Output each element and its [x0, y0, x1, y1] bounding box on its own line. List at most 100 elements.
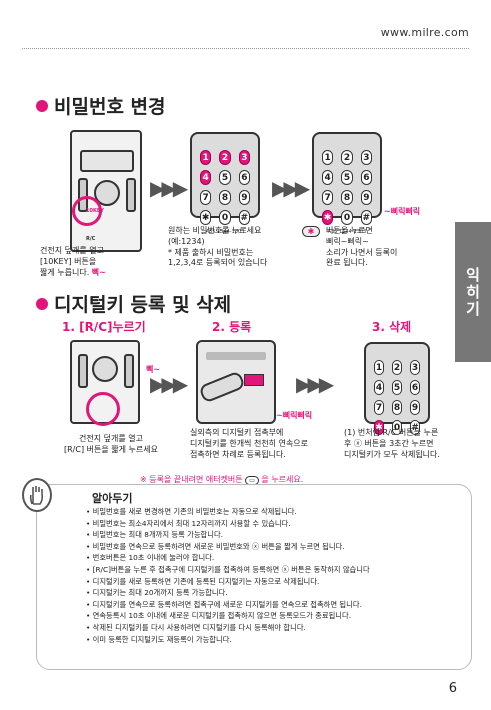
- site-url: www.milre.com: [380, 26, 469, 39]
- list-item: 비밀번호를 새로 변경하면 기존의 비밀번호는 자동으로 삭제됩니다.: [86, 506, 466, 518]
- list-item: 비밀번호를 연속으로 등록하려면 새로운 비밀번호와 ⓧ 버튼을 짧게 누르면 …: [86, 541, 466, 553]
- key-6: 6: [410, 380, 420, 395]
- key-6: 6: [360, 170, 372, 185]
- side-tab: 익히기: [455, 222, 491, 362]
- note-prefix: ※ 등록을 끝내려면 애터켓버튼: [140, 475, 243, 484]
- key-2: 2: [392, 360, 402, 375]
- key-4: 4: [322, 170, 334, 185]
- key-5: 5: [219, 170, 231, 185]
- list-item: 디지털키는 최대 20개까지 등록 가능합니다.: [86, 587, 466, 599]
- tips-list: 비밀번호를 새로 변경하면 기존의 비밀번호는 자동으로 삭제됩니다. 비밀번호…: [86, 506, 466, 645]
- caption-step1: 건전지 덮개를 열고 [10KEY] 버튼을 짧게 누릅니다. 삑~: [40, 246, 106, 278]
- page-number: 6: [448, 681, 457, 696]
- list-item: 비밀번호는 최소4자리에서 최대 12자리까지 사용할 수 있습니다.: [86, 518, 466, 530]
- key-7: 7: [322, 190, 334, 205]
- keypad-image: 1 2 3 4 5 6 7 8 9 ✱ 0 # A35 1544-1303: [190, 132, 260, 235]
- caption-delete: (1) 번처럼 R/C 버튼을 누른 후 ⓧ 버튼을 3초간 누르면 디지털키가…: [344, 428, 440, 459]
- beep-text: 삑~: [91, 267, 106, 277]
- arrow-icon: ▶▶▶: [272, 176, 310, 200]
- key-hash: #: [360, 210, 372, 225]
- key-3: 3: [360, 150, 372, 165]
- contact-port: [244, 374, 264, 386]
- key-4: 4: [200, 170, 212, 185]
- step-label-3: 3. 삭제: [372, 320, 412, 334]
- keypad-model: A35 1544-1303: [327, 229, 367, 235]
- key-star: ✱: [200, 210, 212, 225]
- beep-text: 삑~: [146, 365, 161, 374]
- keypad-grid: 1 2 3 4 5 6 7 8 9 ✱ 0 #: [322, 150, 372, 225]
- key-5: 5: [341, 170, 353, 185]
- key-8: 8: [392, 400, 402, 415]
- key-7: 7: [374, 400, 384, 415]
- key-8: 8: [219, 190, 231, 205]
- key-0: 0: [341, 210, 353, 225]
- list-item: 디지털키를 연속으로 등록하려면 접촉구에 새로운 디지털키를 연속으로 접촉하…: [86, 599, 466, 611]
- battery-slot: [78, 354, 88, 388]
- step-label-2: 2. 등록: [212, 320, 252, 334]
- beep-text: ~삐릭삐릭: [384, 207, 421, 216]
- key-0: 0: [219, 210, 231, 225]
- key-hash: #: [238, 210, 250, 225]
- section-title-digitalkey: 디지털키 등록 및 삭제: [36, 290, 231, 317]
- key-0: 0: [392, 420, 402, 435]
- keypad-grid: 1 2 3 4 5 6 7 8 9 ✱ 0 #: [200, 150, 250, 225]
- list-item: 비밀번호는 최대 8개까지 등록 가능합니다.: [86, 529, 466, 541]
- key-6: 6: [238, 170, 250, 185]
- lock-knob: [92, 356, 118, 382]
- caption-step2: 원하는 비밀번호를 누르세요 (예:1234) * 제품 출하시 비밀번호는 1…: [168, 226, 268, 268]
- key-star: ✱: [322, 210, 334, 225]
- lock-body-image: [70, 130, 142, 252]
- highlight-circle: [72, 196, 102, 226]
- key-2: 2: [219, 150, 231, 165]
- star-button-icon: ✱: [302, 226, 320, 237]
- key-2: 2: [341, 150, 353, 165]
- keypad-grid: 1 2 3 4 5 6 7 8 9 ✱ 0 #: [374, 360, 420, 435]
- key-9: 9: [360, 190, 372, 205]
- key-5: 5: [392, 380, 402, 395]
- key-hash: #: [410, 420, 420, 435]
- bullet-icon: [36, 99, 48, 112]
- top-divider: [22, 48, 469, 49]
- rc-label: R/C: [86, 236, 96, 242]
- arrow-icon: ▶▶▶: [296, 372, 334, 396]
- key-1: 1: [374, 360, 384, 375]
- key-9: 9: [410, 400, 420, 415]
- list-item: 번호버튼은 10초 이내에 눌러야 합니다.: [86, 552, 466, 564]
- key-9: 9: [238, 190, 250, 205]
- beep-text: ~삐릭삐릭: [276, 411, 313, 420]
- key-4: 4: [374, 380, 384, 395]
- list-item: 디지털키를 새로 등록하면 기존에 등록된 디지털키는 자동으로 삭제됩니다.: [86, 576, 466, 588]
- key-3: 3: [238, 150, 250, 165]
- list-item: 연속등록시 10초 이내에 새로운 디지털키를 접촉하지 않으면 등록모드가 종…: [86, 610, 466, 622]
- key-7: 7: [200, 190, 212, 205]
- hand-svg: [29, 486, 44, 505]
- list-item: 삭제된 디지털키를 다시 사용하려면 디지털키를 다시 등록해야 합니다.: [86, 622, 466, 634]
- section-title-password: 비밀번호 변경: [36, 92, 166, 119]
- list-item: 이미 등록한 디지털키도 재등록이 가능합니다.: [86, 634, 466, 646]
- lock-handle: [80, 150, 134, 172]
- step-label-1: 1. [R/C]누르기: [62, 320, 146, 334]
- arrow-icon: ▶▶▶: [150, 372, 188, 396]
- section-title-text: 비밀번호 변경: [54, 96, 166, 118]
- caption-text: 건전지 덮개를 열고 [10KEY] 버튼을 짧게 누릅니다.: [40, 246, 104, 277]
- key-8: 8: [341, 190, 353, 205]
- keypad-model: A35 1544-1303: [205, 229, 245, 235]
- battery-slot: [124, 354, 134, 388]
- section-title-text: 디지털키 등록 및 삭제: [54, 294, 232, 316]
- bullet-icon: [36, 297, 48, 310]
- keypad-image: 1 2 3 4 5 6 7 8 9 ✱ 0 #: [364, 342, 430, 435]
- key-star: ✱: [374, 420, 384, 435]
- highlight-circle: [86, 392, 120, 426]
- handle-top: [206, 352, 266, 360]
- caption-step3: 버튼을 누르면 삐릭~삐릭~ 소리가 나면서 등록이 완료 됩니다.: [326, 226, 398, 268]
- 10key-label: 10KEY: [86, 208, 104, 214]
- key-1: 1: [322, 150, 334, 165]
- list-item: [R/C]버튼을 누른 후 접촉구에 디지털키를 접촉하여 등록하면 ⓧ 버튼은…: [86, 564, 466, 576]
- note-suffix: 을 누르세요.: [261, 475, 304, 484]
- hand-icon: [22, 478, 52, 512]
- keypad-image: 1 2 3 4 5 6 7 8 9 ✱ 0 # A35 1544-1303: [312, 132, 382, 235]
- caption-rc: 건전지 덮개를 열고 [R/C] 버튼을 짧게 누르세요: [64, 434, 158, 454]
- tips-title: 알아두기: [92, 492, 133, 505]
- arrow-icon: ▶▶▶: [150, 176, 188, 200]
- battery-slot: [126, 178, 136, 212]
